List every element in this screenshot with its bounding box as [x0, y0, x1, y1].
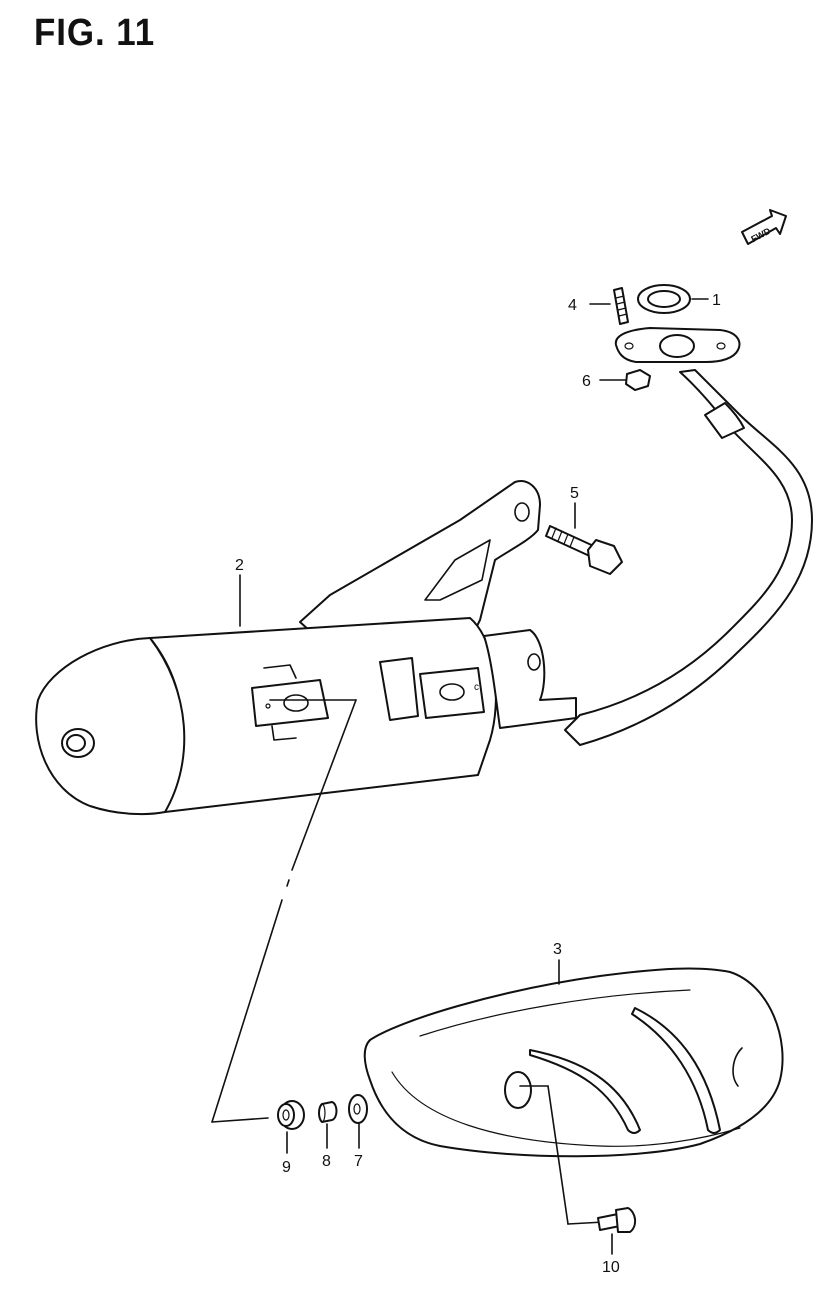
- exhaust-pipe: [564, 369, 813, 746]
- callout-3: 3: [553, 941, 562, 958]
- muffler-part-2: c 2: [35, 480, 577, 816]
- callout-1: 1: [712, 292, 721, 309]
- callout-6: 6: [582, 373, 591, 390]
- callout-5: 5: [570, 485, 579, 502]
- stud-bolt-part-4: 4: [568, 287, 629, 325]
- grommet-part-9: 9: [277, 1100, 305, 1176]
- bolt-part-5: 5: [545, 485, 623, 575]
- callout-8: 8: [322, 1153, 331, 1170]
- callout-4: 4: [568, 297, 577, 314]
- nut-part-6: 6: [582, 369, 651, 391]
- washer-part-7: 7: [348, 1094, 368, 1170]
- heat-protector-part-3: 3: [363, 941, 784, 1158]
- callout-9: 9: [282, 1159, 291, 1176]
- gasket-part-1: 1: [637, 284, 721, 314]
- clamp-marking-text: c: [474, 682, 479, 693]
- screw-part-10: 10: [519, 1085, 636, 1276]
- collar-part-8: 8: [318, 1101, 338, 1170]
- callout-7: 7: [354, 1153, 363, 1170]
- callout-2: 2: [235, 557, 244, 574]
- leader-line-clamp-to-parts: [211, 699, 357, 1123]
- callout-10: 10: [602, 1259, 620, 1276]
- figure-title: FIG. 11: [34, 12, 156, 54]
- forward-arrow-icon: FWD: [741, 209, 787, 245]
- exhaust-flange: [614, 327, 741, 363]
